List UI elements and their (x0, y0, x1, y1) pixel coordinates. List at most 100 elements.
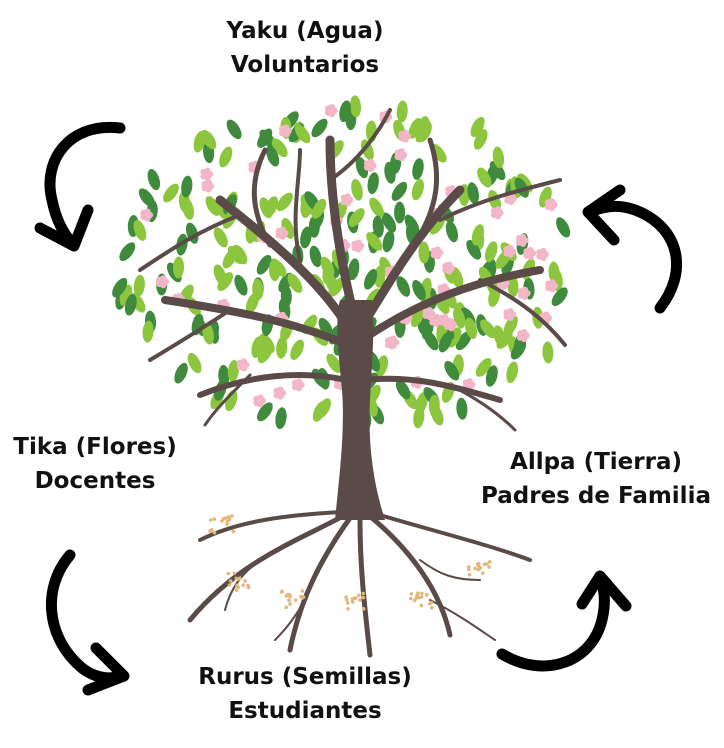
leaf (412, 158, 424, 180)
leaf (395, 379, 411, 400)
label-rurus-role: Estudiantes (228, 698, 382, 724)
label-rurus-element: Rurus (Semillas) (198, 664, 412, 690)
tree-icon (138, 108, 567, 658)
leaf (367, 172, 379, 195)
leaf (475, 358, 492, 377)
blossom (351, 239, 365, 253)
leaf (201, 129, 217, 150)
blossom (200, 167, 214, 181)
seed-cluster (226, 571, 251, 592)
label-rurus: Rurus (Semillas) Estudiantes (170, 660, 440, 728)
leaf (551, 287, 568, 307)
leaf (276, 336, 288, 359)
tree-roots (187, 510, 532, 658)
blossom (515, 233, 529, 247)
leaf (264, 196, 279, 218)
leaf (217, 272, 234, 292)
leaf (124, 294, 137, 316)
blossom (490, 206, 504, 220)
leaf (257, 128, 273, 148)
label-allpa-role: Padres de Familia (481, 483, 711, 509)
blossom (517, 286, 531, 300)
leaf (234, 274, 248, 296)
leaf (227, 359, 239, 382)
leaf (133, 219, 147, 241)
leaf (382, 230, 395, 253)
blossom (236, 358, 250, 372)
label-allpa: Allpa (Tierra) Padres de Familia (468, 445, 724, 513)
leaf (470, 116, 485, 137)
leaf (311, 198, 327, 219)
leaf (464, 317, 478, 340)
leaf (428, 394, 440, 417)
label-yaku-role: Voluntarios (230, 52, 380, 78)
leaf (492, 146, 505, 169)
leaf (484, 241, 498, 263)
blossom (398, 129, 412, 143)
leaf (394, 201, 406, 224)
leaf (507, 275, 519, 297)
blossom (394, 148, 408, 162)
leaf (351, 178, 363, 201)
leaf (514, 177, 529, 198)
leaf (347, 258, 360, 281)
blossom (545, 279, 559, 293)
leaf (473, 129, 488, 150)
seed-cluster (409, 591, 434, 610)
leaf (147, 169, 161, 191)
leaf (360, 139, 374, 161)
seed-cluster (344, 591, 366, 611)
blossom (275, 226, 289, 240)
leaf (276, 192, 293, 212)
leaf (455, 331, 472, 351)
leaf (172, 256, 185, 279)
leaf (438, 331, 453, 353)
leaf (413, 406, 425, 429)
leaf (467, 182, 479, 204)
leaf (372, 215, 384, 238)
leaf (219, 146, 233, 168)
blossom (279, 124, 292, 138)
leaf (226, 119, 242, 140)
blossom (156, 275, 169, 289)
leaf (466, 239, 482, 260)
leaf (112, 277, 128, 298)
leaf (252, 278, 264, 301)
leaf (311, 118, 328, 138)
leaf (275, 407, 287, 430)
blossom (340, 193, 354, 207)
tree-trunk (335, 300, 385, 520)
blossom (517, 329, 530, 343)
label-tika-role: Docentes (34, 468, 156, 494)
cycle-arrows (34, 121, 683, 696)
blossom (140, 208, 154, 222)
leaf (268, 259, 281, 282)
seed-cluster (279, 589, 306, 610)
leaf (444, 360, 460, 381)
cycle-arrow-icon (45, 549, 130, 696)
leaf (396, 276, 411, 297)
leaf (349, 95, 362, 118)
label-tika-element: Tika (Flores) (13, 434, 177, 460)
seed-cluster (208, 514, 236, 535)
cycle-arrow-icon (496, 570, 632, 672)
leaf (174, 362, 188, 384)
blossom (504, 192, 517, 206)
leaf (181, 175, 193, 198)
leaf (271, 138, 288, 158)
seed-clusters (208, 514, 492, 611)
leaf (222, 248, 238, 269)
leaf (369, 197, 384, 218)
leaf (445, 220, 458, 243)
leaf (251, 336, 264, 358)
leaf (396, 100, 408, 123)
leaf (506, 361, 519, 384)
leaf (119, 242, 136, 262)
leaf (294, 124, 311, 144)
leaf (450, 267, 464, 289)
leaf (456, 397, 468, 420)
leaf (256, 254, 272, 275)
leaf (318, 317, 333, 338)
leaf (477, 167, 492, 188)
leaf (480, 319, 497, 339)
